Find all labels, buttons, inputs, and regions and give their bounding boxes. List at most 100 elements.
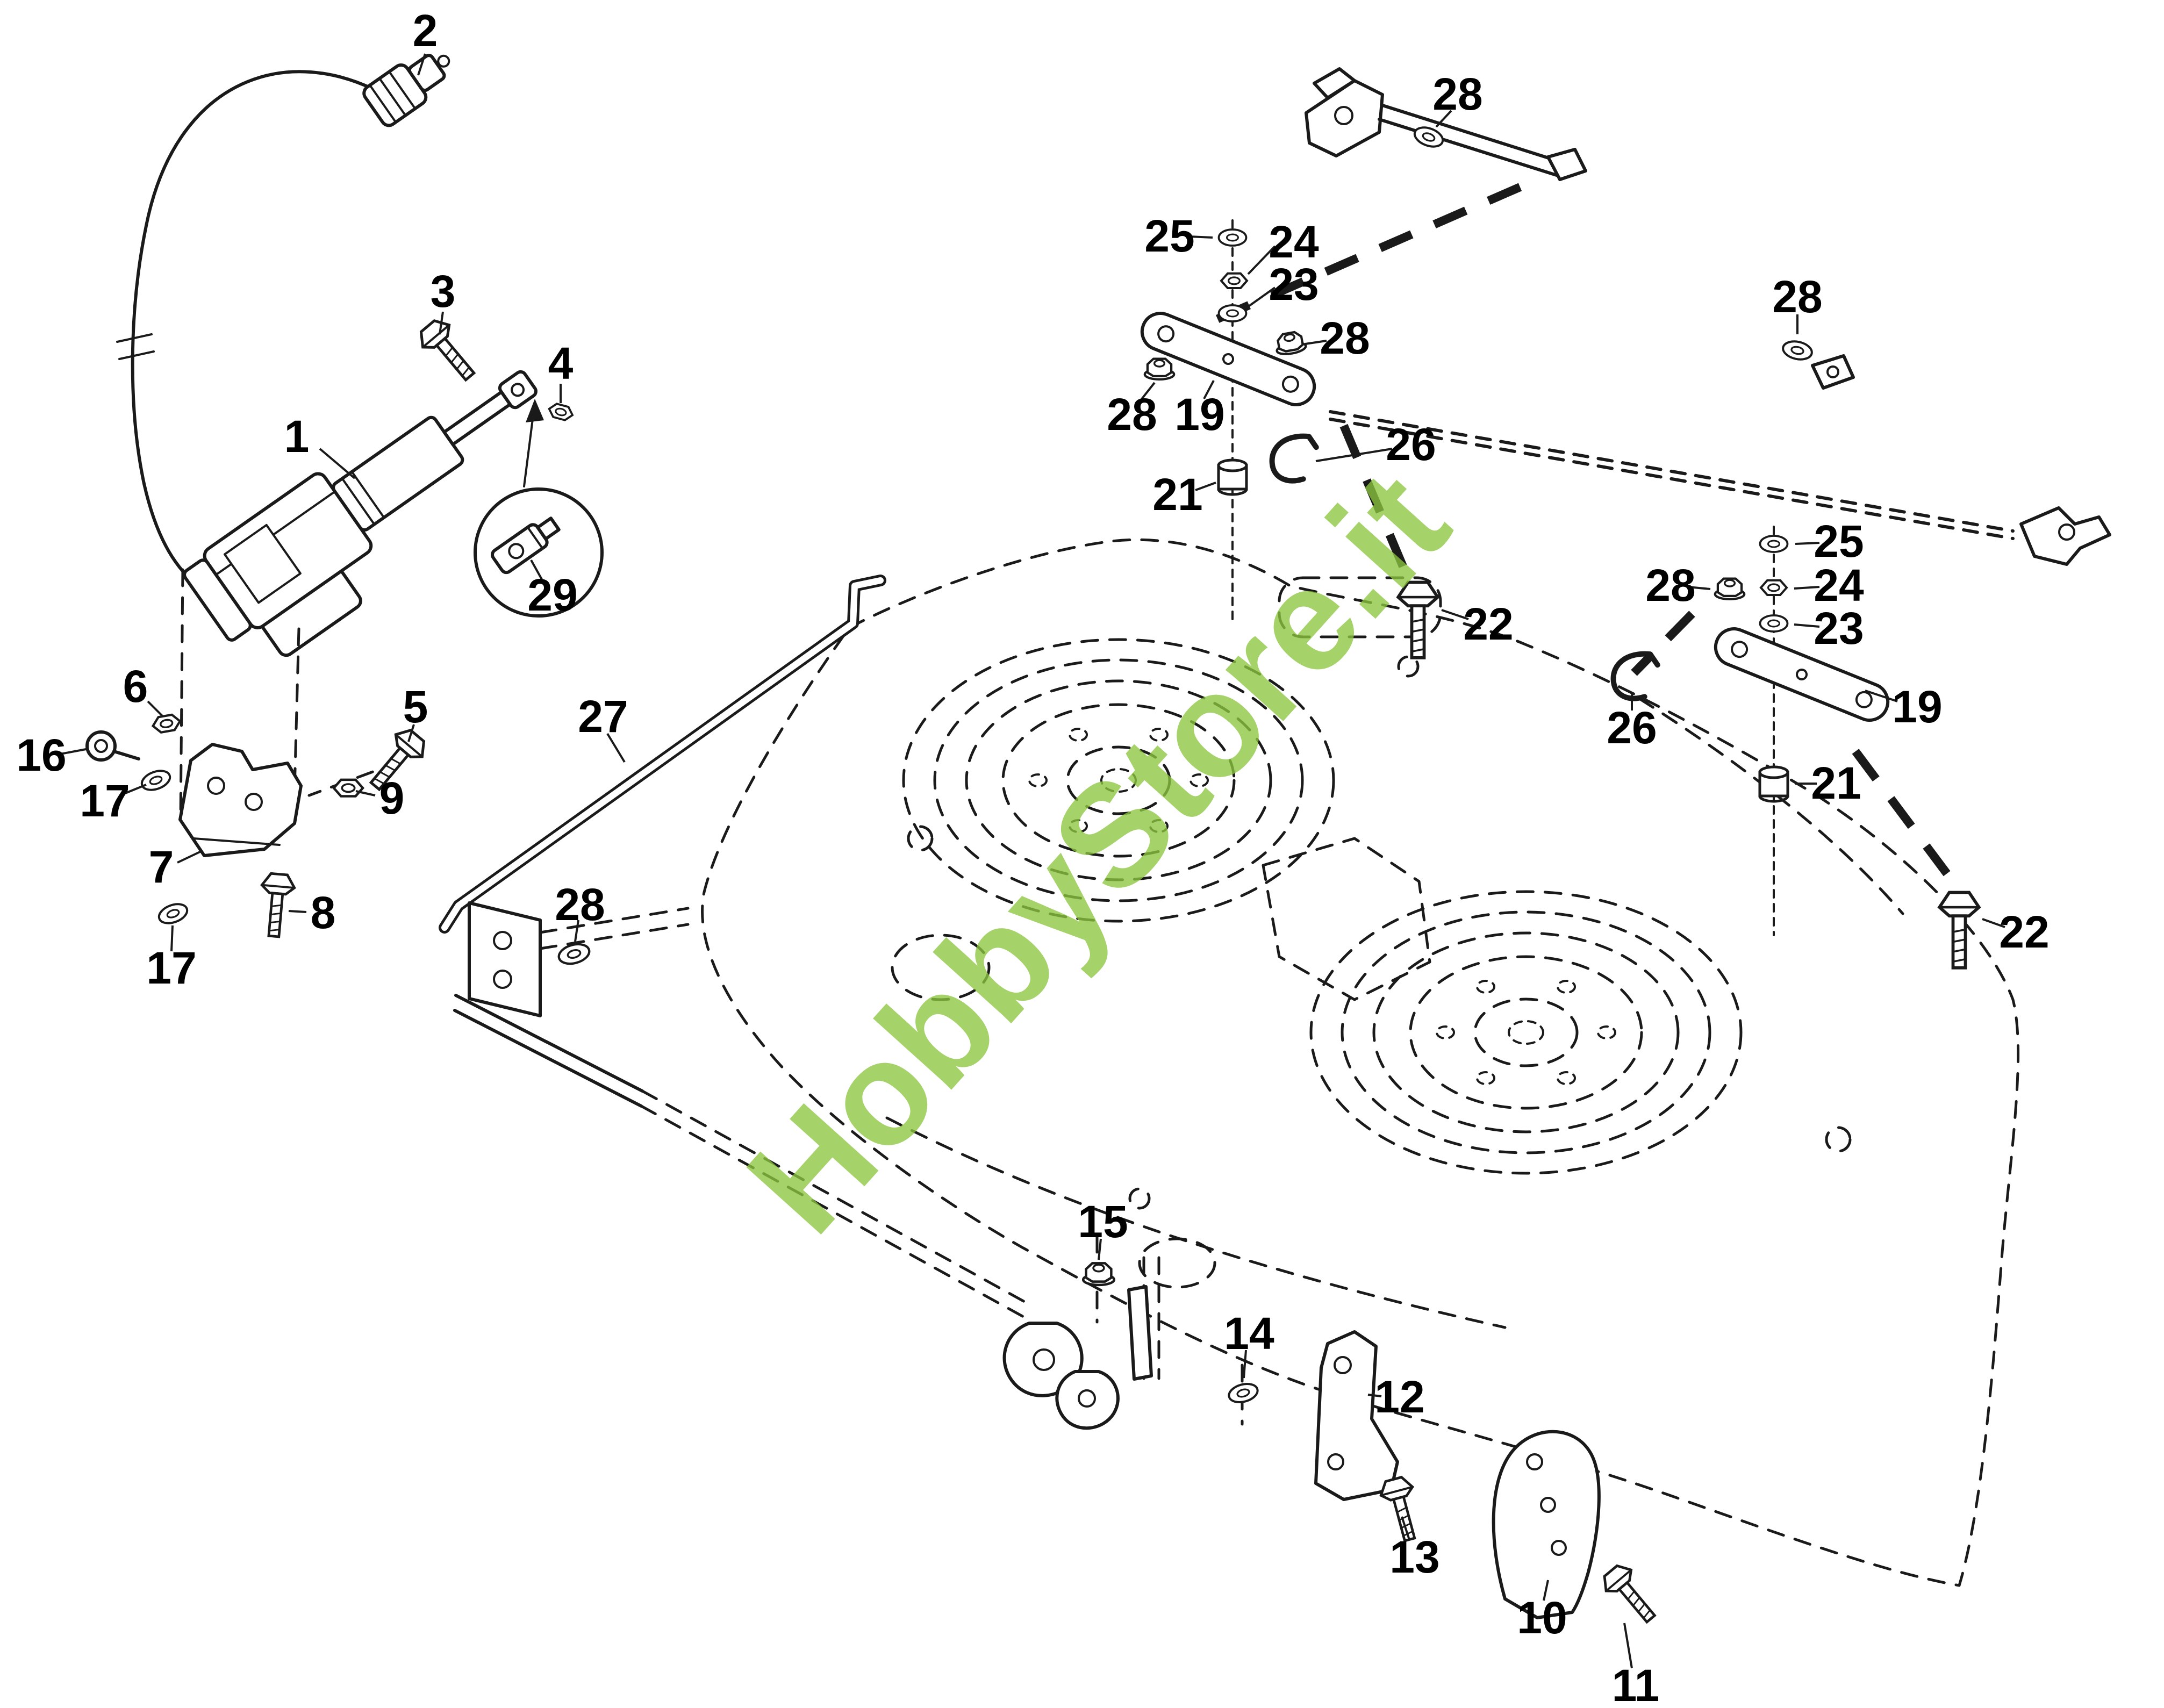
bracket-12 (1314, 1330, 1399, 1501)
part-label-24: 24 (1814, 560, 1864, 611)
part-label-22: 22 (1463, 599, 1513, 649)
part-label-5: 5 (403, 681, 428, 732)
strap-bracket-15 (1127, 1285, 1153, 1381)
leader-line (1367, 1394, 1382, 1397)
actuator-cable (116, 70, 402, 595)
detail-circle-pin (474, 399, 604, 618)
bolt-8 (257, 873, 296, 938)
leader-line (177, 851, 200, 864)
washer-17b (156, 901, 190, 927)
part-label-8: 8 (311, 887, 336, 938)
part-label-21: 21 (1152, 469, 1202, 520)
part-label-28: 28 (1772, 271, 1822, 322)
leader-line (1247, 245, 1276, 275)
leader-line (1865, 690, 1898, 702)
part-label-28: 28 (1107, 389, 1157, 440)
nut-24-right (1761, 580, 1787, 595)
hook-26-right (1609, 651, 1663, 702)
part-label-22: 22 (1999, 907, 2049, 957)
linkage-phantom-lines (1148, 183, 1961, 891)
washer-14 (1227, 1381, 1260, 1405)
washer-17a (139, 767, 173, 794)
part-label-9: 9 (379, 773, 405, 823)
frame-corner-top-right (1305, 67, 1587, 181)
actuator-connector (362, 54, 450, 127)
leader-line (1794, 623, 1820, 628)
part-label-24: 24 (1269, 217, 1319, 267)
part-label-28: 28 (1432, 69, 1482, 119)
part-label-17: 17 (146, 943, 196, 993)
leader-line (1794, 586, 1820, 590)
part-label-7: 7 (149, 842, 174, 892)
leader-line (1315, 448, 1393, 462)
leader-line (288, 910, 307, 913)
watermark: HobbyStore.it (716, 441, 1479, 1264)
part-label-29: 29 (527, 570, 577, 620)
flange-nut-28-c (1145, 359, 1174, 379)
part-label-26: 26 (1607, 702, 1657, 753)
washer-23-right (1759, 614, 1789, 633)
leader-line (1795, 542, 1820, 545)
leader-line (319, 448, 356, 479)
linear-actuator (183, 370, 538, 657)
leader-lines (60, 53, 2005, 1669)
part-label-28: 28 (1320, 313, 1370, 363)
washer-23-left (1217, 304, 1248, 322)
part-label-2: 2 (413, 5, 438, 56)
flange-nut-28-b (1274, 331, 1307, 356)
part-label-23: 23 (1269, 259, 1319, 310)
part-label-16: 16 (16, 730, 66, 780)
leader-line (1623, 1623, 1633, 1669)
leader-line (1195, 482, 1216, 491)
leader-line (1543, 1580, 1549, 1601)
part-label-14: 14 (1224, 1308, 1274, 1359)
bushing-21-right (1760, 767, 1788, 801)
bolt-22-right (1939, 893, 1979, 968)
mount-bracket-7 (178, 743, 303, 857)
leader-line (1982, 918, 2005, 928)
part-label-10: 10 (1517, 1592, 1567, 1643)
leader-line (530, 559, 543, 580)
leader-line (1140, 382, 1156, 401)
leader-line (1687, 586, 1711, 590)
eye-screw-16 (85, 730, 140, 762)
washer-25-left (1217, 228, 1248, 247)
washer-28-left (557, 941, 592, 967)
part-label-4: 4 (548, 338, 574, 389)
stabilizer-rod-phantom (1329, 410, 2015, 540)
leader-line (1401, 1516, 1410, 1540)
bushing-21-left (1219, 460, 1246, 494)
washer-25-right (1759, 535, 1789, 553)
bolt-11 (1598, 1561, 1663, 1630)
leader-line (1098, 1238, 1102, 1260)
hook-26-left (1268, 434, 1321, 484)
leader-line (60, 748, 87, 755)
leader-line (147, 700, 163, 717)
leader-line (574, 920, 579, 942)
bolt-3 (414, 315, 483, 387)
nut-9 (334, 780, 363, 796)
rod-bracket-right (1811, 354, 1855, 390)
bracket-10 (1492, 1430, 1601, 1619)
leader-line (1246, 286, 1276, 308)
part-label-12: 12 (1374, 1372, 1424, 1422)
right-clevis (2019, 506, 2111, 566)
part-label-28: 28 (1645, 560, 1695, 611)
nut-6 (152, 714, 181, 734)
part-label-26: 26 (1386, 419, 1436, 470)
part-label-17: 17 (80, 776, 130, 826)
link-plate-19-right (1710, 623, 1894, 726)
part-label-25: 25 (1814, 516, 1864, 566)
washer-28-top-right (1412, 124, 1445, 150)
leader-line (1441, 609, 1469, 620)
leader-line (122, 784, 147, 795)
nut-24-left (1221, 274, 1247, 288)
part-label-15: 15 (1078, 1196, 1128, 1247)
frame-lugs-bottom-left (1002, 1322, 1120, 1430)
flange-nut-15 (1083, 1263, 1114, 1285)
leader-line (1243, 1350, 1247, 1379)
part-label-11: 11 (1612, 1660, 1660, 1708)
part-label-19: 19 (1892, 681, 1942, 732)
